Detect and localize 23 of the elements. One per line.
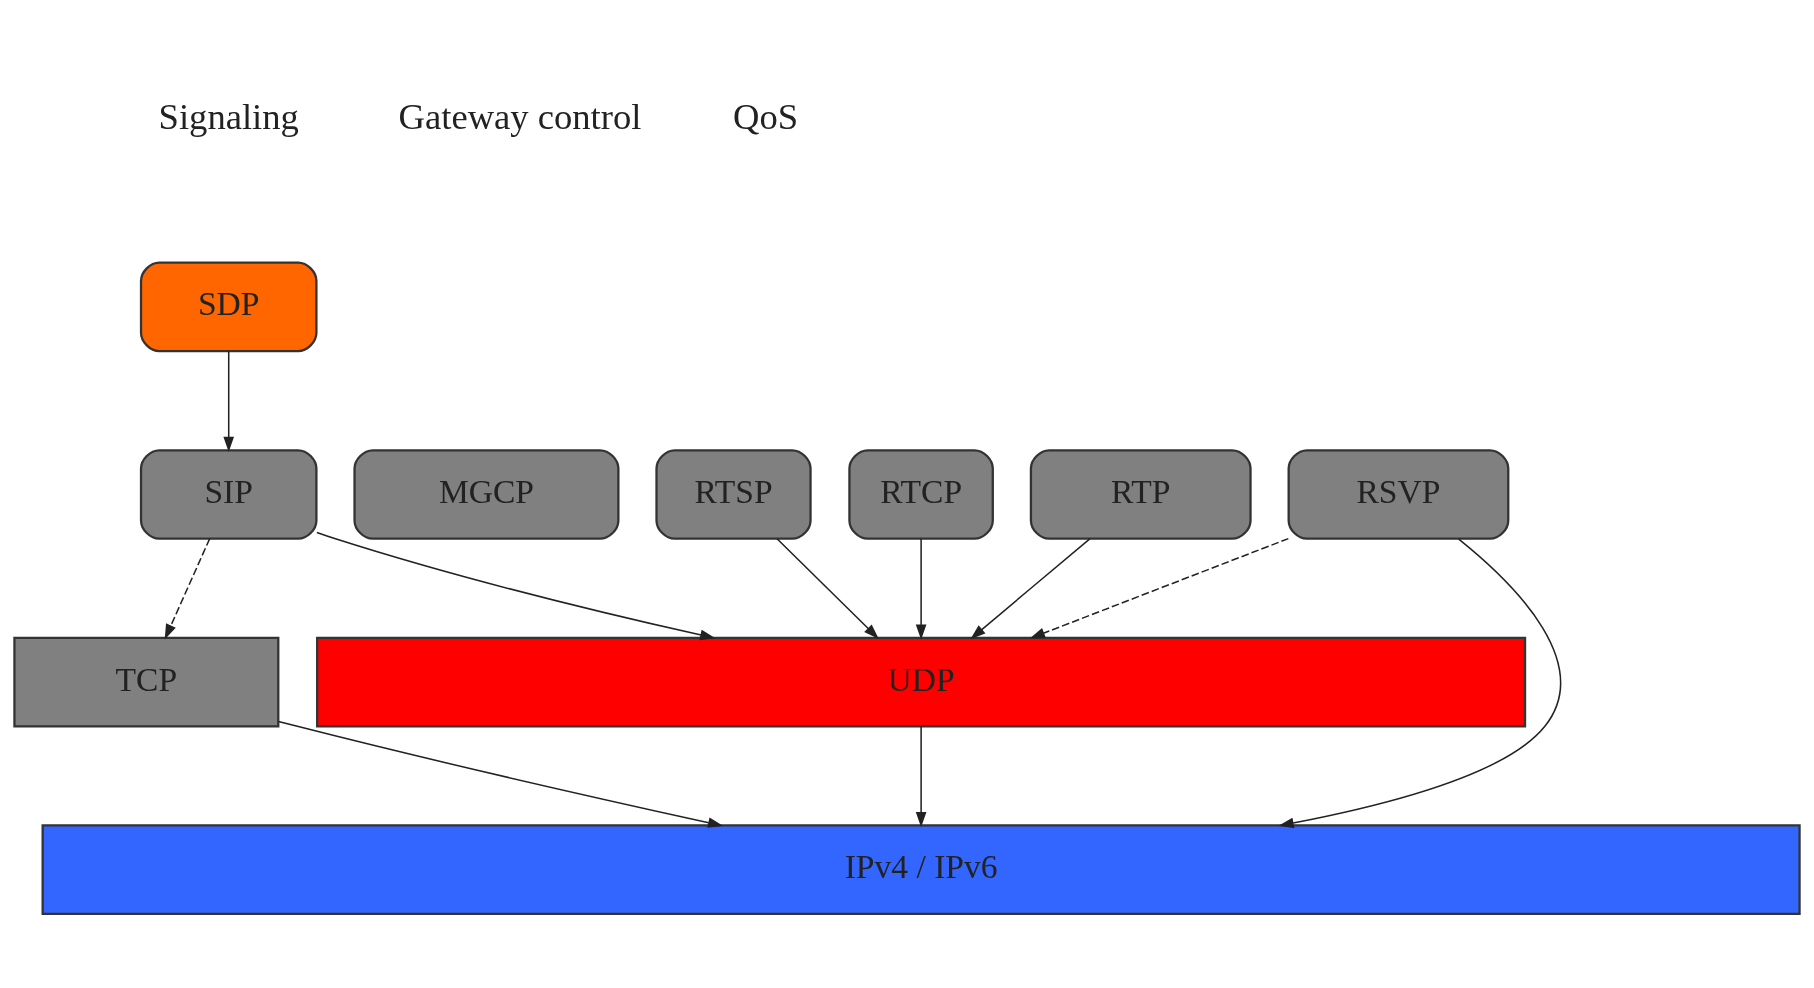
arrow bbox=[316, 531, 716, 640]
arrow bbox=[277, 720, 724, 828]
node-box: UDP bbox=[316, 636, 1527, 727]
arrow bbox=[223, 349, 235, 452]
label: Gateway control bbox=[398, 95, 642, 137]
arrow bbox=[915, 725, 927, 827]
arrow bbox=[970, 537, 1091, 639]
arrow bbox=[1029, 537, 1290, 639]
node-box: TCP bbox=[13, 636, 280, 727]
node-box: RSVP bbox=[1287, 448, 1510, 540]
node-box: SDP bbox=[139, 261, 318, 352]
arrow bbox=[164, 537, 211, 639]
label: Signaling bbox=[158, 95, 299, 137]
node-box: RTP bbox=[1029, 448, 1252, 540]
node-box: SIP bbox=[139, 448, 318, 540]
arrow bbox=[1278, 537, 1562, 828]
label: QoS bbox=[733, 95, 799, 137]
node-box: MGCP bbox=[353, 448, 620, 540]
arrow bbox=[776, 537, 879, 639]
node-box: RTSP bbox=[655, 448, 812, 540]
node-box: RTCP bbox=[848, 448, 994, 540]
arrow bbox=[915, 537, 927, 640]
node-box: IPv4 / IPv6 bbox=[41, 823, 1801, 915]
